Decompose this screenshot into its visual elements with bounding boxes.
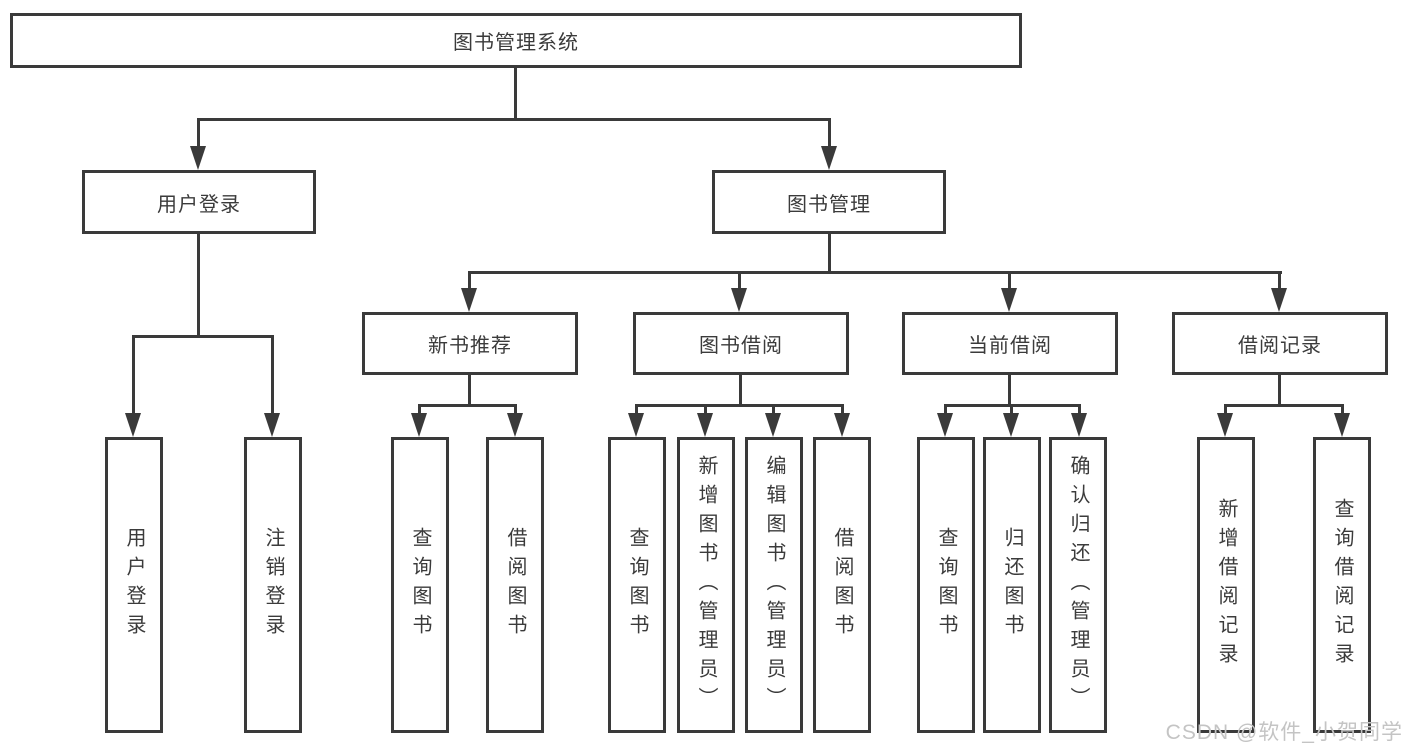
arrow-down-icon [628, 413, 644, 437]
csdn-watermark: CSDN @软件_小贺同学 [1165, 721, 1403, 744]
node-current-borrow: 当前借阅 [902, 312, 1118, 375]
connector-line [514, 404, 517, 415]
connector-line [1278, 375, 1281, 406]
leaf-label: 借阅图书 [831, 527, 853, 643]
arrow-down-icon [937, 413, 953, 437]
connector-line [1224, 404, 1344, 407]
leaf-borrow-book-recommend: 借阅图书 [486, 437, 544, 733]
connector-line [1224, 404, 1227, 415]
leaf-label: 注销登录 [262, 527, 284, 643]
connector-line [132, 335, 135, 415]
node-label: 当前借阅 [968, 335, 1052, 357]
connector-line [468, 375, 471, 406]
node-label: 图书管理系统 [453, 32, 579, 54]
connector-line [271, 335, 274, 415]
leaf-user-login: 用户登录 [105, 437, 163, 733]
leaf-label: 新增借阅记录 [1215, 498, 1237, 672]
leaf-query-book-borrow: 查询图书 [608, 437, 666, 733]
node-user-login: 用户登录 [82, 170, 316, 234]
arrow-down-icon [264, 413, 280, 437]
leaf-label: 编辑图书（管理员） [763, 454, 785, 716]
connector-line [132, 335, 274, 338]
connector-line [738, 271, 741, 291]
leaf-add-borrow-record: 新增借阅记录 [1197, 437, 1255, 733]
connector-line [1008, 375, 1011, 406]
arrow-down-icon [1001, 288, 1017, 312]
leaf-label: 借阅图书 [504, 527, 526, 643]
connector-line [197, 118, 831, 121]
arrow-down-icon [834, 413, 850, 437]
arrow-down-icon [411, 413, 427, 437]
arrow-down-icon [821, 146, 837, 170]
node-label: 图书借阅 [699, 335, 783, 357]
node-book-management: 图书管理 [712, 170, 946, 234]
arrow-down-icon [1071, 413, 1087, 437]
connector-line [197, 234, 200, 338]
leaf-label: 用户登录 [123, 527, 145, 643]
leaf-logout: 注销登录 [244, 437, 302, 733]
connector-line [197, 118, 200, 148]
arrow-down-icon [1003, 413, 1019, 437]
connector-line [828, 234, 831, 274]
arrow-down-icon [461, 288, 477, 312]
node-label: 用户登录 [157, 193, 241, 216]
node-label: 借阅记录 [1238, 335, 1322, 357]
leaf-return-book: 归还图书 [983, 437, 1041, 733]
connector-line [704, 404, 707, 415]
node-new-book-recommend: 新书推荐 [362, 312, 578, 375]
connector-line [468, 271, 471, 291]
connector-line [514, 68, 517, 120]
connector-line [468, 271, 1282, 274]
leaf-label: 查询图书 [409, 527, 431, 643]
leaf-confirm-return-admin: 确认归还（管理员） [1049, 437, 1107, 733]
arrow-down-icon [731, 288, 747, 312]
arrow-down-icon [697, 413, 713, 437]
node-borrow-record: 借阅记录 [1172, 312, 1388, 375]
connector-line [841, 404, 844, 415]
connector-line [1008, 271, 1011, 291]
arrow-down-icon [190, 146, 206, 170]
connector-line [1278, 271, 1281, 291]
connector-line [635, 404, 844, 407]
connector-line [1078, 404, 1081, 415]
arrow-down-icon [507, 413, 523, 437]
arrow-down-icon [1334, 413, 1350, 437]
connector-line [944, 404, 947, 415]
arrow-down-icon [125, 413, 141, 437]
node-book-borrow: 图书借阅 [633, 312, 849, 375]
connector-line [1010, 404, 1013, 415]
connector-line [635, 404, 638, 415]
leaf-query-book-current: 查询图书 [917, 437, 975, 733]
connector-line [772, 404, 775, 415]
connector-line [418, 404, 517, 407]
leaf-label: 查询借阅记录 [1331, 498, 1353, 672]
leaf-label: 查询图书 [935, 527, 957, 643]
connector-line [828, 118, 831, 148]
node-label: 图书管理 [787, 193, 871, 216]
leaf-label: 查询图书 [626, 527, 648, 643]
arrow-down-icon [1217, 413, 1233, 437]
leaf-label: 归还图书 [1001, 527, 1023, 643]
leaf-label: 新增图书（管理员） [695, 454, 717, 716]
leaf-label: 确认归还（管理员） [1067, 454, 1089, 716]
leaf-query-book-recommend: 查询图书 [391, 437, 449, 733]
leaf-query-borrow-record: 查询借阅记录 [1313, 437, 1371, 733]
arrow-down-icon [765, 413, 781, 437]
leaf-edit-book-admin: 编辑图书（管理员） [745, 437, 803, 733]
connector-line [739, 375, 742, 406]
connector-line [1341, 404, 1344, 415]
leaf-borrow-book: 借阅图书 [813, 437, 871, 733]
node-library-system: 图书管理系统 [10, 13, 1022, 68]
connector-line [418, 404, 421, 415]
node-label: 新书推荐 [428, 335, 512, 357]
arrow-down-icon [1271, 288, 1287, 312]
leaf-add-book-admin: 新增图书（管理员） [677, 437, 735, 733]
